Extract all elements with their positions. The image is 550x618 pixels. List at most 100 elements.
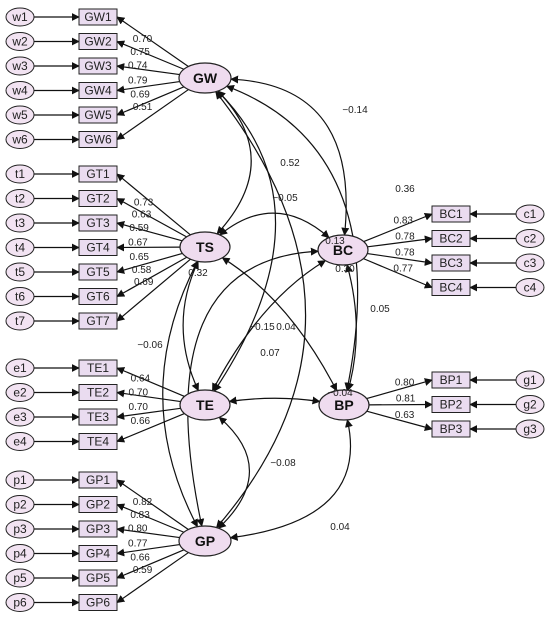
indicator-box	[78, 569, 118, 587]
covariance-bp-gp	[229, 419, 353, 541]
indicator-box	[431, 396, 471, 413]
error-ellipse	[5, 238, 35, 257]
loading-value: 0.81	[396, 394, 416, 405]
indicator-te4: TE4	[78, 433, 118, 450]
loading-path-gp3	[116, 526, 180, 539]
indicator-bp2: BP2	[431, 396, 471, 413]
error-w4: w4	[5, 81, 35, 100]
covariance-bc-gp	[187, 247, 319, 527]
loading-value: 0.67	[128, 237, 148, 248]
error-label: c3	[524, 256, 537, 270]
loading-path-gw3	[116, 63, 180, 76]
covariance-ts-bc	[219, 212, 330, 239]
covariance-value: −0.08	[270, 458, 296, 469]
error-label: t2	[15, 192, 25, 206]
indicator-label: GW2	[84, 35, 112, 49]
indicator-label: GT7	[86, 314, 110, 328]
latent-label: TS	[196, 239, 214, 255]
indicator-gt5: GT5	[78, 263, 118, 281]
error-c3: c3	[515, 253, 545, 273]
error-ellipse	[5, 593, 35, 612]
latent-ellipse	[178, 62, 232, 94]
loading-path-gt2	[116, 197, 187, 238]
loading-path-gt5	[116, 252, 183, 274]
loading-value: 0.79	[128, 76, 148, 87]
indicator-te1: TE1	[78, 359, 118, 377]
covariance-value: −0.06	[137, 340, 163, 351]
indicator-label: BC4	[439, 281, 463, 295]
indicator-box	[431, 254, 471, 272]
error-ellipse	[5, 213, 35, 233]
error-w3: w3	[5, 56, 35, 76]
loading-value: 0.74	[128, 61, 148, 72]
covariance-value: −0.05	[272, 193, 298, 204]
indicator-box	[78, 82, 118, 99]
error-label: w4	[11, 84, 28, 98]
error-c1: c1	[515, 204, 545, 224]
indicator-gt6: GT6	[78, 288, 118, 305]
error-label: w2	[11, 35, 28, 49]
indicator-label: GW6	[84, 133, 112, 147]
loading-value: 0.65	[130, 252, 150, 263]
indicator-gw4: GW4	[78, 82, 118, 99]
loading-path-gp4	[116, 543, 180, 557]
indicator-bc2: BC2	[431, 230, 471, 247]
error-label: c4	[524, 281, 537, 295]
latent-ellipse	[318, 389, 370, 421]
indicator-box	[78, 131, 118, 148]
loading-value: 0.83	[130, 510, 150, 521]
indicator-label: GP5	[86, 571, 110, 585]
error-w1: w1	[5, 7, 35, 27]
covariance-value: 0.36	[395, 184, 415, 195]
error-t1: t1	[5, 164, 35, 184]
indicator-bc1: BC1	[431, 205, 471, 223]
loading-value: 0.70	[129, 402, 149, 413]
covariance-te-gp	[217, 416, 250, 529]
indicator-box	[431, 420, 471, 438]
error-label: e1	[13, 361, 27, 375]
covariance-gw-ts	[216, 90, 252, 235]
loading-value: 0.66	[131, 416, 151, 427]
loading-path-te4	[116, 412, 185, 443]
latent-label: BP	[334, 397, 353, 413]
indicator-label: GP1	[86, 473, 110, 487]
indicator-gt7: GT7	[78, 312, 118, 330]
error-label: p3	[13, 522, 27, 536]
indicator-box	[431, 205, 471, 223]
indicator-label: GP4	[86, 547, 110, 561]
indicator-box	[78, 496, 118, 513]
loading-path-gw6	[116, 89, 189, 140]
loading-value: 0.78	[395, 248, 415, 259]
loading-value: 0.75	[130, 47, 150, 58]
loading-value: 0.73	[134, 197, 154, 208]
error-label: p5	[13, 571, 27, 585]
loading-path-te1	[116, 367, 185, 397]
covariance-value: −0.04	[327, 388, 353, 399]
indicator-label: GT6	[86, 290, 110, 304]
latent-ellipse	[179, 231, 231, 263]
error-label: t6	[15, 290, 25, 304]
error-w2: w2	[5, 32, 35, 51]
indicator-gt4: GT4	[78, 239, 118, 256]
error-e2: e2	[5, 383, 35, 402]
error-label: c1	[524, 207, 537, 221]
loading-path-gp1	[116, 479, 189, 530]
error-c2: c2	[515, 229, 545, 248]
loading-value: 0.70	[129, 387, 149, 398]
loading-value: 0.66	[130, 553, 150, 564]
error-t7: t7	[5, 311, 35, 331]
latent-ellipse	[317, 234, 369, 266]
error-ellipse	[5, 32, 35, 51]
error-ellipse	[515, 278, 545, 297]
error-ellipse	[5, 130, 35, 149]
indicator-label: BP3	[440, 422, 463, 436]
indicator-gw6: GW6	[78, 131, 118, 148]
error-g1: g1	[515, 370, 545, 390]
indicator-box	[78, 239, 118, 256]
indicator-bp1: BP1	[431, 371, 471, 389]
loading-value: 0.80	[128, 524, 148, 535]
loading-path-bc1	[363, 212, 433, 243]
loading-value: 0.78	[395, 231, 415, 242]
error-t3: t3	[5, 213, 35, 233]
